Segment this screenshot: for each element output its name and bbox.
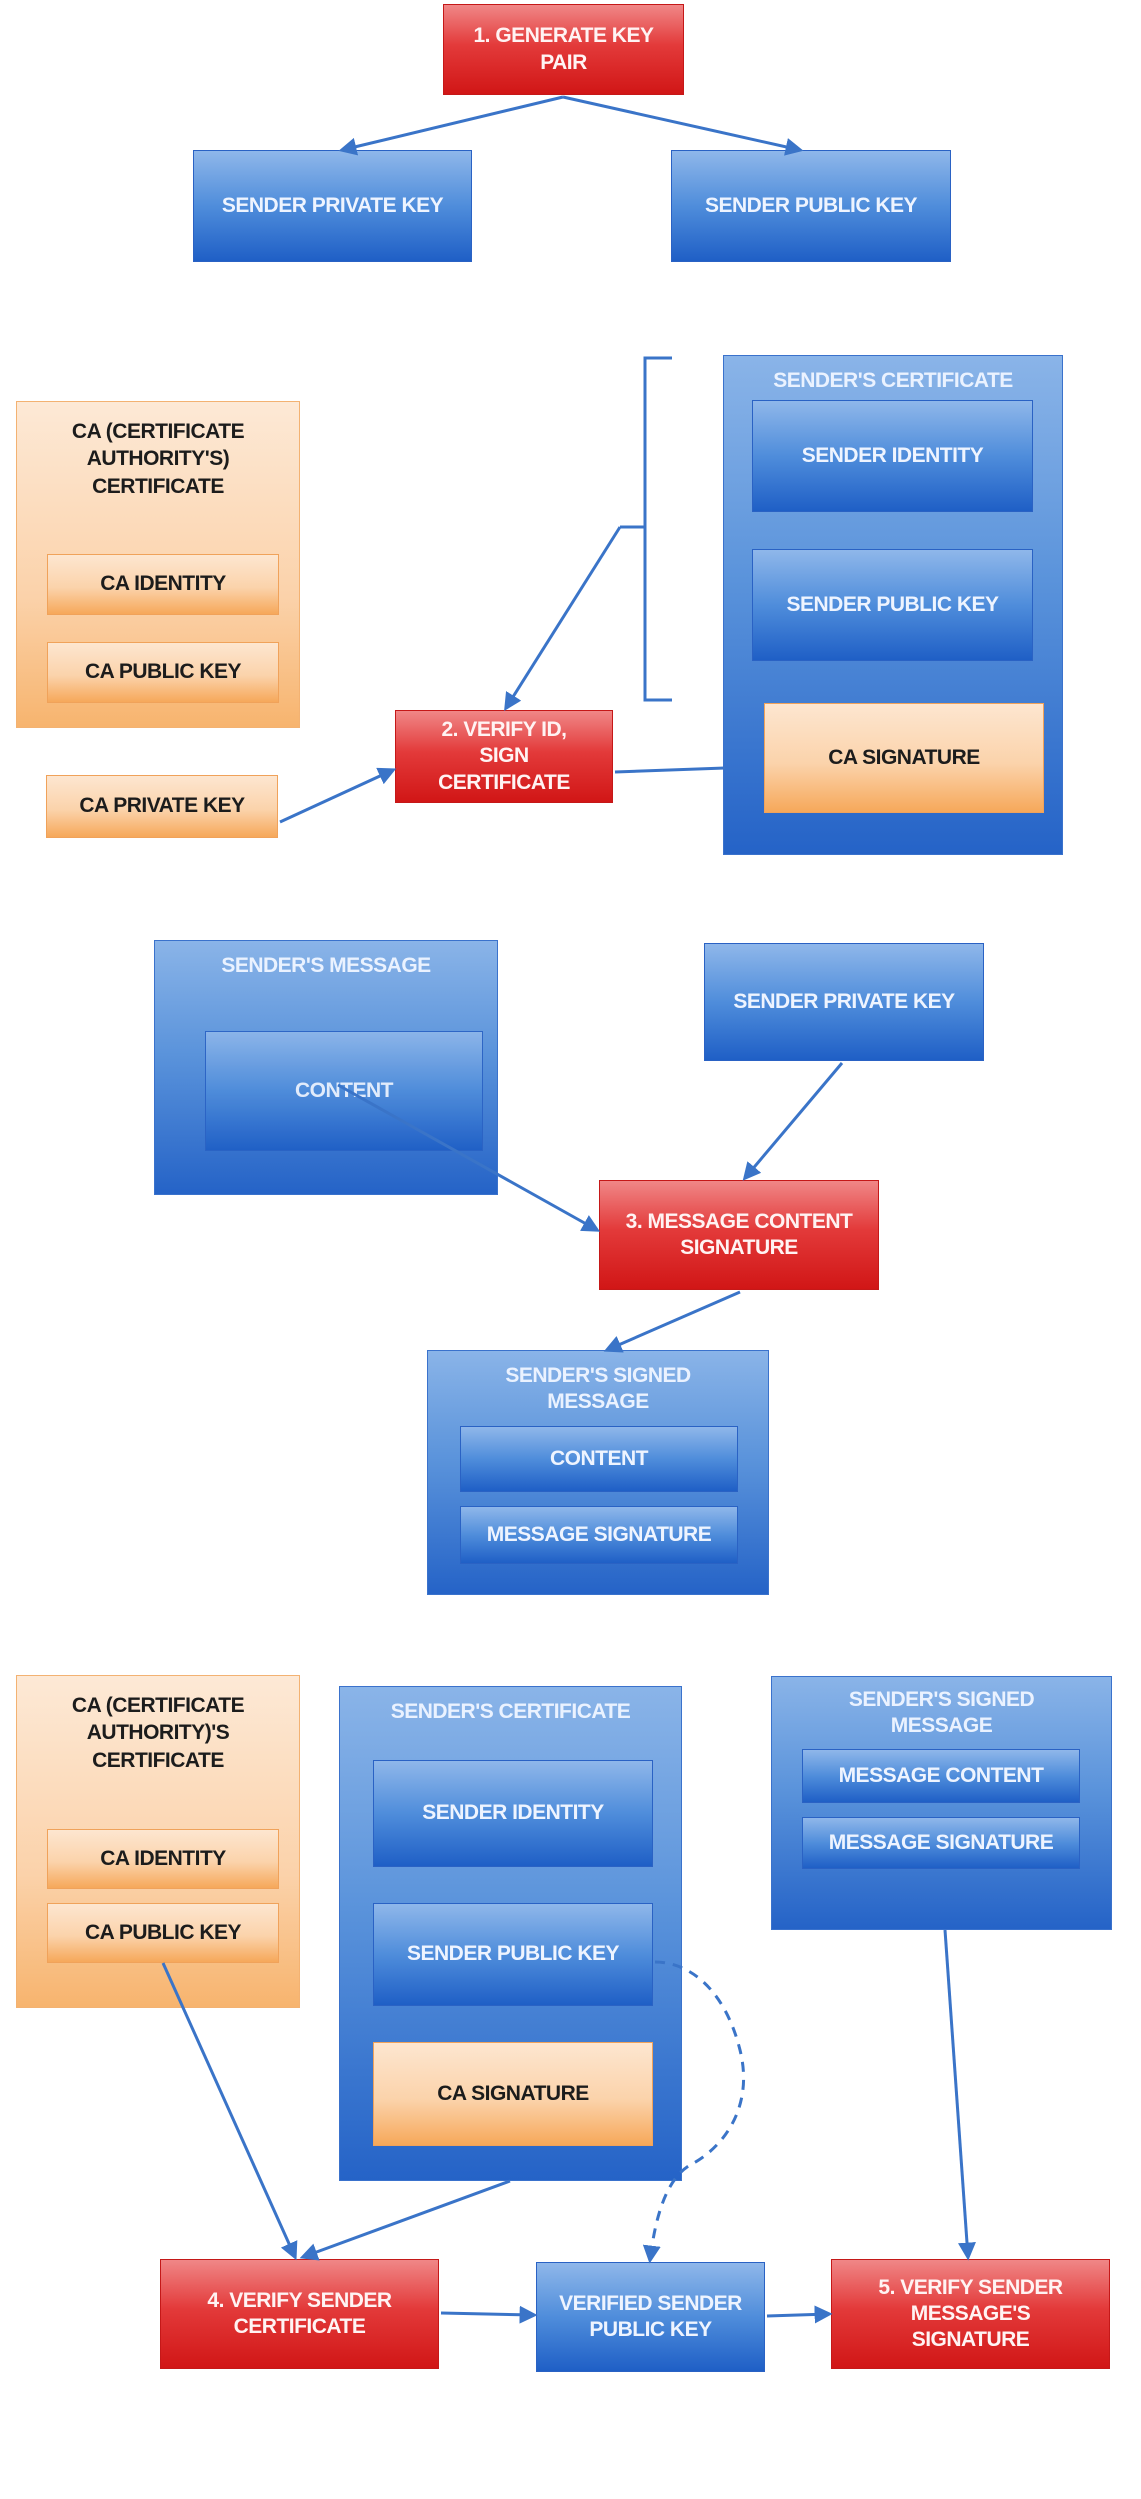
sender-certificate-title-verify: SENDER'S CERTIFICATE <box>390 1700 631 1723</box>
ca-identity-label: CA IDENTITY <box>100 572 226 596</box>
ca-signature-label: CA SIGNATURE <box>828 745 980 769</box>
signed-message-container: SENDER'S SIGNED MESSAGE CONTENT MESSAGE … <box>427 1350 769 1595</box>
sender-private-key-box-step3: SENDER PRIVATE KEY <box>704 943 984 1061</box>
verified-sender-public-key-box: VERIFIED SENDER PUBLIC KEY <box>536 2262 765 2372</box>
process-message-content-signature-label: 3. MESSAGE CONTENT SIGNATURE <box>625 1209 853 1259</box>
message-signature-box: MESSAGE SIGNATURE <box>460 1506 738 1564</box>
ca-identity-box: CA IDENTITY <box>47 554 279 615</box>
bracket-sender-identity-and-key <box>643 356 672 702</box>
sender-identity-label: SENDER IDENTITY <box>801 443 984 467</box>
ca-private-key-box: CA PRIVATE KEY <box>46 775 278 838</box>
message-signature-box-verify: MESSAGE SIGNATURE <box>802 1817 1080 1869</box>
process-verify-sender-signature: 5. VERIFY SENDER MESSAGE'S SIGNATURE <box>831 2259 1110 2369</box>
sender-public-key-box-verify: SENDER PUBLIC KEY <box>373 1903 653 2006</box>
arrow-keypair-to-public-key <box>562 95 804 156</box>
process-verify-id-sign-certificate-label: 2. VERIFY ID, SIGN CERTIFICATE <box>438 718 570 794</box>
ca-public-key-label: CA PUBLIC KEY <box>84 660 242 684</box>
arrow-verify-certificate-to-verified-key <box>440 2305 538 2324</box>
message-content-label-verify: MESSAGE CONTENT <box>838 1763 1044 1787</box>
ca-signature-label-verify: CA SIGNATURE <box>437 2081 589 2105</box>
sender-public-key-box: SENDER PUBLIC KEY <box>671 150 951 262</box>
arrow-signed-message-to-verify-signature <box>943 1929 976 2261</box>
arrow-content-to-message-signature <box>337 1083 601 1232</box>
signed-message-title-verify: SENDER'S SIGNED MESSAGE <box>848 1688 1035 1738</box>
signed-message-title: SENDER'S SIGNED MESSAGE <box>505 1364 691 1414</box>
sender-certificate-title: SENDER'S CERTIFICATE <box>773 369 1013 392</box>
ca-private-key-label: CA PRIVATE KEY <box>79 794 245 818</box>
process-verify-id-sign-certificate: 2. VERIFY ID, SIGN CERTIFICATE <box>395 710 613 803</box>
sender-certificate-container: SENDER'S CERTIFICATE SENDER IDENTITY SEN… <box>723 355 1063 855</box>
process-message-content-signature: 3. MESSAGE CONTENT SIGNATURE <box>599 1180 879 1290</box>
sender-private-key-box: SENDER PRIVATE KEY <box>193 150 472 262</box>
dashed-arrow-sender-public-key-to-verified-key <box>642 1960 746 2264</box>
message-content-box-verify: MESSAGE CONTENT <box>802 1749 1080 1803</box>
arrow-ca-private-key-to-verify-id <box>279 767 397 824</box>
arrow-message-signature-to-signed-message <box>603 1290 741 1353</box>
sender-identity-box: SENDER IDENTITY <box>752 400 1033 512</box>
signed-message-container-verify: SENDER'S SIGNED MESSAGE MESSAGE CONTENT … <box>771 1676 1112 1930</box>
sender-message-container: SENDER'S MESSAGE CONTENT <box>154 940 498 1195</box>
sender-identity-box-verify: SENDER IDENTITY <box>373 1760 653 1867</box>
process-generate-key-pair: 1. GENERATE KEY PAIR <box>443 4 684 95</box>
arrow-sender-certificate-to-verify-certificate <box>299 2179 511 2261</box>
ca-public-key-box: CA PUBLIC KEY <box>47 642 279 703</box>
sender-certificate-container-verify: SENDER'S CERTIFICATE SENDER IDENTITY SEN… <box>339 1686 682 2181</box>
message-signature-label: MESSAGE SIGNATURE <box>486 1522 712 1546</box>
arrow-bracket-to-verify-id <box>504 526 622 712</box>
arrow-ca-public-key-to-verify-certificate <box>161 1962 298 2261</box>
ca-signature-box-verify: CA SIGNATURE <box>373 2042 653 2146</box>
ca-identity-box-verify: CA IDENTITY <box>47 1829 279 1889</box>
ca-certificate-title-verify: CA (CERTIFICATE AUTHORITY)'S CERTIFICATE <box>71 1694 245 1772</box>
arrow-verified-key-to-verify-signature <box>766 2305 833 2324</box>
sender-public-key-inner-box: SENDER PUBLIC KEY <box>752 549 1033 661</box>
ca-public-key-label-verify: CA PUBLIC KEY <box>84 1920 242 1944</box>
signed-content-box: CONTENT <box>460 1426 738 1492</box>
sender-public-key-label: SENDER PUBLIC KEY <box>704 193 918 217</box>
sender-identity-label-verify: SENDER IDENTITY <box>422 1801 604 1825</box>
sender-public-key-label-verify: SENDER PUBLIC KEY <box>406 1942 620 1966</box>
process-verify-sender-certificate-label: 4. VERIFY SENDER CERTIFICATE <box>207 2288 392 2338</box>
sender-private-key-label-step3: SENDER PRIVATE KEY <box>733 989 955 1013</box>
sender-private-key-label: SENDER PRIVATE KEY <box>221 193 444 217</box>
sender-public-key-inner-label: SENDER PUBLIC KEY <box>786 592 999 616</box>
process-verify-sender-certificate: 4. VERIFY SENDER CERTIFICATE <box>160 2259 439 2369</box>
arrow-keypair-to-private-key <box>338 95 564 156</box>
line-verify-id-to-ca-signature <box>614 766 726 774</box>
ca-certificate-title: CA (CERTIFICATE AUTHORITY'S) CERTIFICATE <box>71 420 245 498</box>
sender-message-title: SENDER'S MESSAGE <box>221 954 431 977</box>
content-label: CONTENT <box>295 1078 394 1102</box>
signed-content-label: CONTENT <box>550 1446 649 1470</box>
ca-certificate-container: CA (CERTIFICATE AUTHORITY'S) CERTIFICATE… <box>16 401 300 728</box>
message-signature-label-verify: MESSAGE SIGNATURE <box>828 1830 1054 1854</box>
arrow-private-key-to-message-signature <box>742 1062 844 1181</box>
ca-signature-box: CA SIGNATURE <box>764 703 1044 813</box>
verified-sender-public-key-label: VERIFIED SENDER PUBLIC KEY <box>559 2291 742 2341</box>
ca-identity-label-verify: CA IDENTITY <box>100 1846 226 1870</box>
process-verify-sender-signature-label: 5. VERIFY SENDER MESSAGE'S SIGNATURE <box>878 2275 1063 2352</box>
content-box: CONTENT <box>205 1031 483 1151</box>
ca-certificate-container-verify: CA (CERTIFICATE AUTHORITY)'S CERTIFICATE… <box>16 1675 300 2008</box>
ca-public-key-box-verify: CA PUBLIC KEY <box>47 1903 279 1963</box>
process-generate-key-pair-label: 1. GENERATE KEY PAIR <box>473 24 654 74</box>
